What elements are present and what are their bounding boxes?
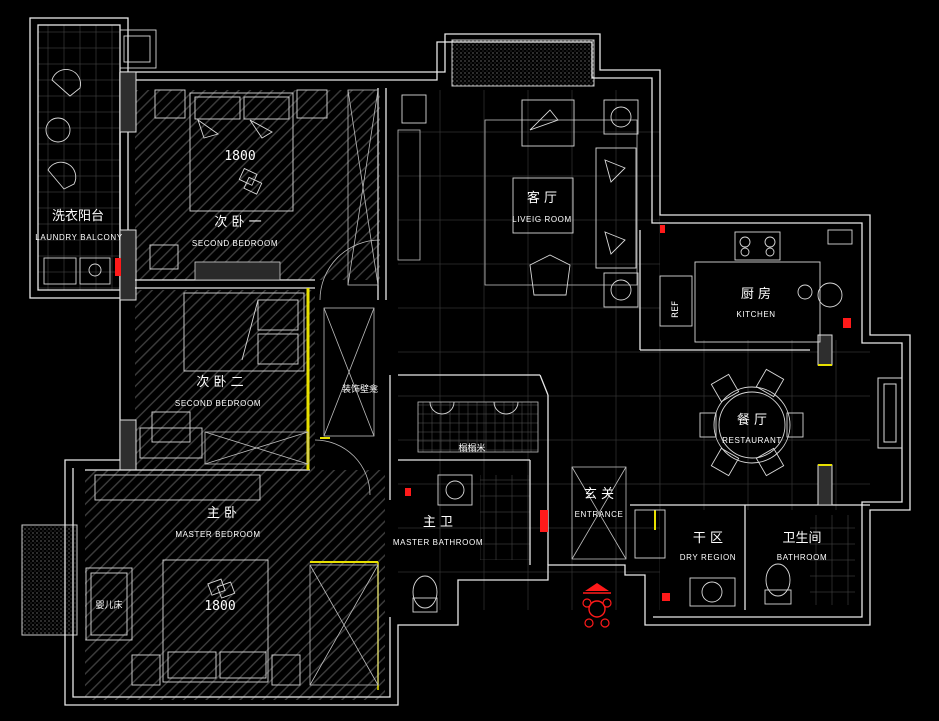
fridge-label: REF — [671, 301, 681, 318]
bedroom2-label-en: SECOND BEDROOM — [175, 399, 261, 408]
master-floor — [85, 470, 385, 700]
balcony-left — [21, 524, 78, 636]
bathroom-label-cn: 卫生间 — [782, 531, 821, 546]
living-label-cn: 客 厅 — [527, 190, 557, 206]
dining-set — [699, 368, 804, 477]
restaurant-label-en: RESTAURANT — [722, 436, 782, 445]
laundry-floor — [38, 25, 120, 290]
dry-region-label-en: DRY REGION — [680, 553, 736, 562]
bathroom-floor — [480, 475, 530, 560]
tatami-floor — [418, 402, 538, 452]
restaurant-label-cn: 餐 厅 — [737, 412, 767, 428]
bedroom1-label-cn: 次 卧 一 — [214, 214, 261, 230]
master-bath-label-en: MASTER BATHROOM — [393, 538, 483, 547]
bedroom1-furniture — [149, 89, 381, 301]
master-bath-label-cn: 主 卫 — [423, 515, 453, 530]
entrance-label-cn: 玄 关 — [584, 487, 614, 502]
bedroom1-label-en: SECOND BEDROOM — [192, 239, 278, 248]
walls — [29, 17, 911, 706]
decor-wall-label: 装饰壁龛 — [342, 383, 378, 395]
tatami-label: 榻榻米 — [458, 442, 485, 454]
bedroom2-label-cn: 次 卧 二 — [196, 374, 243, 390]
master-furniture — [85, 474, 379, 686]
bathroom-label-en: BATHROOM — [777, 553, 827, 562]
living-furniture — [397, 94, 639, 308]
kitchen-label-cn: 厨 房 — [741, 286, 771, 302]
kitchen-fixtures — [659, 229, 853, 343]
room-labels: 洗衣阳台 LAUNDRY BALCONY 1800 次 卧 一 SECOND B… — [35, 149, 827, 614]
laundry-label-en: LAUNDRY BALCONY — [35, 233, 122, 242]
bed1-size: 1800 — [224, 149, 255, 164]
bath2-floor — [810, 515, 855, 605]
balcony-top — [451, 39, 595, 87]
entrance-marker — [582, 583, 612, 628]
master-label-cn: 主 卧 — [207, 506, 237, 521]
master-bed-size: 1800 — [204, 599, 235, 614]
living-label-en: LIVEIG ROOM — [512, 215, 572, 224]
laundry-label-cn: 洗衣阳台 — [52, 208, 104, 224]
master-label-en: MASTER BEDROOM — [175, 530, 260, 539]
misc-fixtures — [412, 401, 792, 613]
kitchen-label-en: KITCHEN — [736, 310, 775, 319]
bedroom1-floor — [135, 90, 380, 280]
bedroom2-floor — [135, 290, 315, 470]
laundry-fixtures — [43, 29, 157, 285]
entrance-label-en: ENTRANCE — [575, 510, 624, 519]
bedroom2-furniture — [139, 292, 375, 496]
crib-label: 婴儿床 — [95, 599, 122, 611]
dry-region-label-cn: 干 区 — [693, 531, 723, 546]
